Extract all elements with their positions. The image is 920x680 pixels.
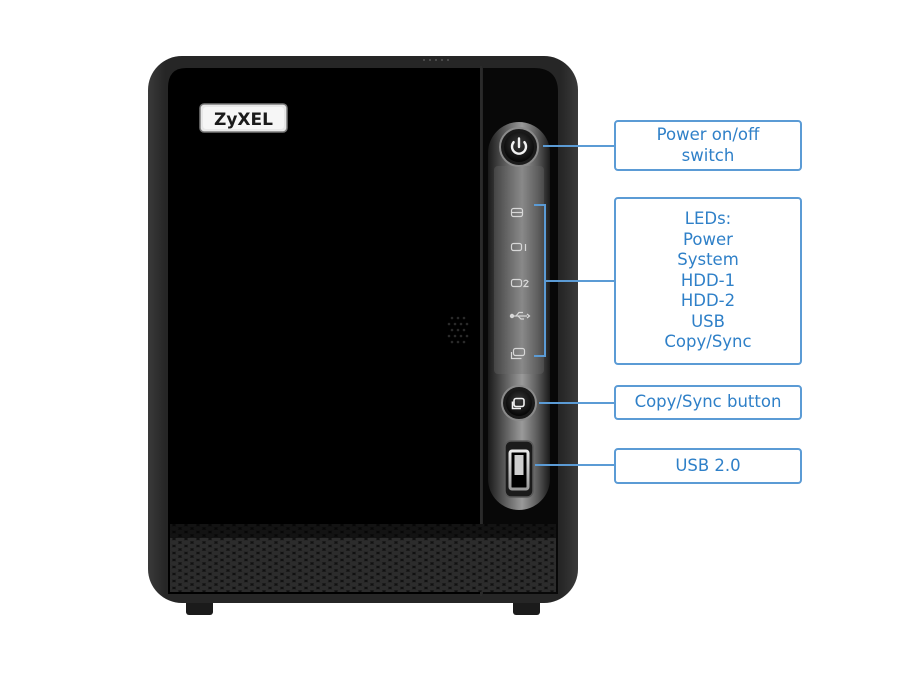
callout-line: switch xyxy=(681,145,735,165)
callout-line: USB xyxy=(691,311,725,331)
copy-sync-button-callout: Copy/Sync button xyxy=(614,385,802,420)
top-vent xyxy=(423,59,449,61)
system-led-icon xyxy=(510,242,527,252)
callout-line: Power xyxy=(683,229,733,249)
copy-sync-led-icon xyxy=(510,347,526,360)
brand-logo-text: ZyXEL xyxy=(214,110,273,130)
callout-line: HDD-2 xyxy=(680,291,736,311)
power-button[interactable] xyxy=(499,127,539,167)
leds-callout: LEDs: Power System HDD-1 HDD-2 USB Copy/… xyxy=(614,197,802,365)
usb-port[interactable] xyxy=(504,440,534,498)
callout-line: HDD-1 xyxy=(680,270,736,290)
hdd1-led-icon xyxy=(510,278,529,288)
copy-sync-icon xyxy=(511,397,525,410)
callout-line: System xyxy=(677,250,739,270)
callout-line: Copy/Sync xyxy=(664,332,752,352)
callout-line: LEDs: xyxy=(684,209,732,229)
usb-callout: USB 2.0 xyxy=(614,448,802,484)
power-icon xyxy=(510,137,528,155)
callout-connectors xyxy=(534,145,614,466)
power-led-icon xyxy=(510,207,524,218)
copy-sync-button[interactable] xyxy=(501,385,537,421)
led-indicators xyxy=(509,207,531,360)
callout-line: Power on/off xyxy=(656,125,760,144)
brand-logo: ZyXEL xyxy=(199,103,288,133)
speaker-grille xyxy=(447,316,469,344)
usb-led-icon xyxy=(509,311,531,320)
callout-line: Copy/Sync button xyxy=(634,392,782,412)
power-switch-callout: Power on/off switch xyxy=(614,120,802,171)
front-door xyxy=(168,68,480,594)
callout-line: USB 2.0 xyxy=(675,455,741,475)
